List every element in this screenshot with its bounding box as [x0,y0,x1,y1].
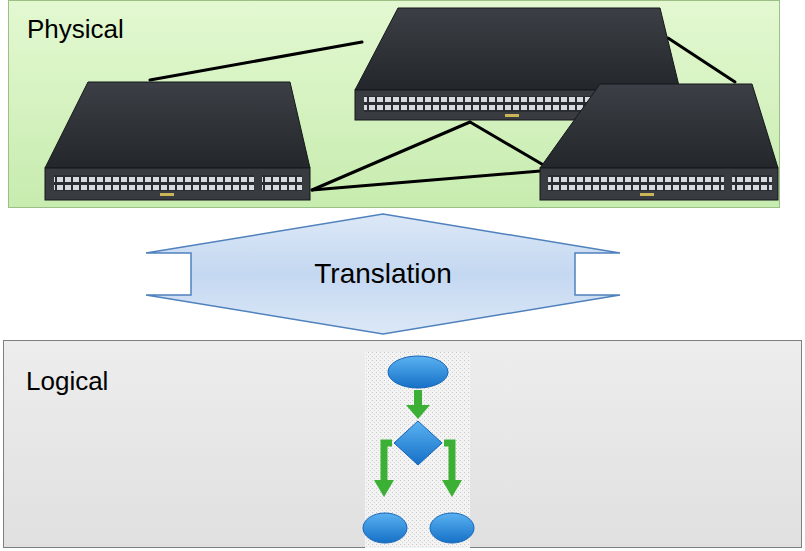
switch-badge [160,193,174,196]
switch-badge [505,114,519,117]
logical-panel: Logical [3,340,802,548]
flowchart-start [388,356,448,388]
flow-arrow [406,405,430,419]
switch-top [355,8,680,90]
flowchart-decision [394,421,442,465]
flowchart-end [363,513,407,543]
flow-arrow [444,443,452,482]
switch-ports [630,96,672,112]
switch-ports [548,175,724,191]
panel-title: Physical [27,15,761,45]
cable-line [668,38,735,82]
switch-front [355,90,680,120]
translation-arrow [146,214,620,334]
panel-title: Logical [26,367,779,397]
physical-panel: Physical [8,0,780,208]
cable-lines [150,38,735,190]
flow-arrow [414,390,422,406]
switch-ports [364,96,620,112]
flow-arrow [374,480,394,497]
switch-ports [262,175,302,191]
flow-arrow [384,443,392,482]
cable-line [312,122,470,190]
switch-ports [54,175,254,191]
edge-label-holder: Translation [314,258,451,290]
arrow-label: Translation [314,258,451,290]
switch-top [45,82,310,168]
switch-front [540,168,778,200]
network-switch [355,8,680,120]
flowchart-end [430,513,474,543]
network-switch [540,84,778,200]
cable-line [312,170,552,190]
cable-line [470,122,552,170]
switch-top [540,84,778,168]
switch-front [45,168,310,200]
switch-ports [732,175,772,191]
cable-line [150,42,362,80]
network-switch [45,82,310,200]
switch-badge [640,193,654,196]
flow-arrow [442,480,462,497]
flowchart-ground [365,352,470,548]
